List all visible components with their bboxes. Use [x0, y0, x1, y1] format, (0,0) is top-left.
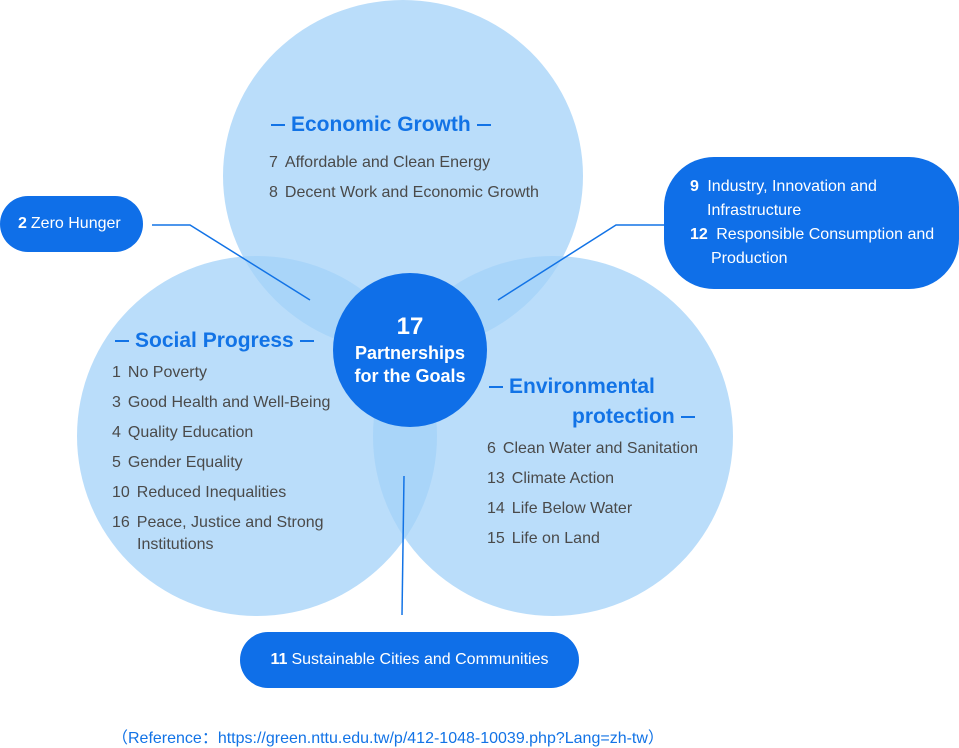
connector-cities [401, 475, 405, 616]
industry-consumption-badge: 9 Industry, Innovation and Infrastructur… [664, 157, 959, 289]
reference-link[interactable]: （Reference：https://green.nttu.edu.tw/p/4… [112, 730, 664, 747]
social-heading-text: Social Progress [135, 329, 294, 352]
environmental-heading-text1: Environmental [509, 375, 655, 398]
center-label-line2: for the Goals [354, 366, 466, 386]
environmental-heading-line1: Environmental [489, 375, 655, 399]
connector-industry [497, 224, 664, 301]
dash-decoration [271, 124, 285, 127]
consumption-goal-cont: Production [711, 250, 788, 267]
dash-decoration [115, 340, 129, 343]
environmental-heading-line2: protection [572, 405, 701, 429]
center-number: 17 [396, 313, 424, 340]
connector-zero-hunger [152, 224, 311, 301]
consumption-goal: 12 Responsible Consumption and [690, 226, 935, 243]
center-label-line1: Partnerships [354, 343, 466, 363]
dash-decoration [680, 416, 695, 419]
economic-heading: Economic Growth [271, 113, 497, 137]
economic-heading-text: Economic Growth [291, 113, 471, 136]
social-heading: Social Progress [115, 329, 320, 353]
industry-goal-cont: Infrastructure [707, 202, 802, 219]
environmental-heading-text2: protection [572, 405, 675, 428]
dash-decoration [489, 386, 503, 389]
industry-goal: 9 Industry, Innovation and [690, 178, 877, 195]
dash-decoration [476, 124, 491, 127]
partnerships-center-circle: 17 Partnerships for the Goals [333, 273, 487, 427]
dash-decoration [299, 340, 314, 343]
